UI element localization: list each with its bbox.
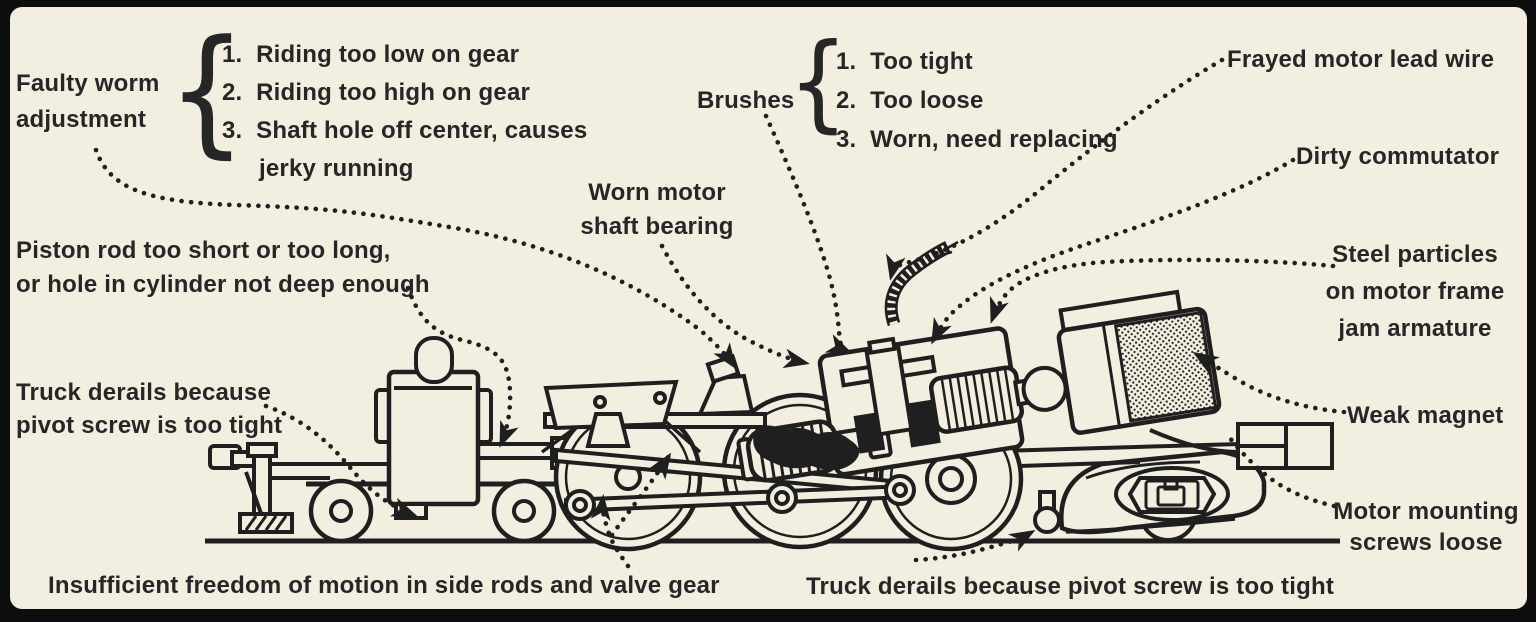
pilot-cowcatcher: [208, 442, 392, 534]
frayed-wire-drawing: [884, 240, 959, 327]
label-steel-particles: Steel particles on motor frame jam armat…: [1325, 241, 1505, 342]
list-item: 1. Riding too low on gear: [222, 41, 520, 68]
leader-worn-bearing: [659, 243, 810, 369]
grease-blob: [753, 425, 860, 471]
leader-piston-rod: [405, 285, 519, 448]
brace-brushes: {: [788, 20, 849, 144]
leader-weak-magnet: [1192, 351, 1347, 415]
magnet-drawing: [1056, 289, 1222, 435]
brace-faulty-worm: {: [167, 10, 247, 173]
brushes-list: 1. Too tight 2. Too loose 3. Worn, need …: [836, 42, 1118, 159]
leader-insufficient-left: [590, 494, 631, 569]
leader-motor-mounting: [1227, 435, 1337, 509]
pivot-screw-icon: [1156, 485, 1186, 507]
list-item: 2. Riding too high on gear: [222, 79, 531, 106]
label-weak-magnet: Weak magnet: [1347, 402, 1504, 429]
leader-truck-derails-front: [263, 403, 418, 518]
leader-frayed-wire: [886, 57, 1225, 281]
label-faulty-worm: Faulty worm adjustment: [16, 70, 160, 133]
commutator-drawing: [928, 365, 1024, 434]
faulty-worm-list: 1. Riding too low on gear 2. Riding too …: [222, 36, 593, 188]
leader-steel-particles: [989, 257, 1336, 324]
label-brushes: Brushes: [697, 87, 795, 114]
side-and-main-rods: [554, 447, 916, 521]
label-truck-derails-rear: Truck derails because pivot screw is too…: [806, 573, 1335, 600]
rear-truck: [1033, 449, 1267, 542]
valve-gear: [540, 353, 767, 454]
list-item: 3. Shaft hole off center, causes jerky r…: [222, 117, 595, 182]
list-item: 3. Worn, need replacing: [836, 126, 1118, 153]
label-truck-derails-front: Truck derails because pivot screw is too…: [16, 379, 283, 439]
leader-brushes: [763, 113, 853, 355]
label-motor-mounting: Motor mounting screws loose: [1333, 498, 1519, 556]
leader-faulty-worm: [93, 147, 737, 370]
label-worn-bearing: Worn motor shaft bearing: [580, 179, 734, 240]
leader-dirty-commutator: [930, 157, 1296, 345]
label-dirty-commutator: Dirty commutator: [1296, 143, 1500, 170]
label-insufficient-freedom: Insufficient freedom of motion in side r…: [48, 572, 720, 599]
truck-roller: [1033, 506, 1061, 534]
list-item: 2. Too loose: [836, 87, 984, 114]
leader-insufficient-right: [609, 452, 672, 538]
brush-holder: [839, 336, 941, 454]
list-item: 1. Too tight: [836, 48, 973, 75]
armature-coupling: [1012, 365, 1068, 412]
label-piston-rod: Piston rod too short or too long, or hol…: [16, 237, 430, 298]
pivot-plate: [1127, 476, 1217, 514]
label-frayed-lead-wire: Frayed motor lead wire: [1227, 46, 1495, 73]
